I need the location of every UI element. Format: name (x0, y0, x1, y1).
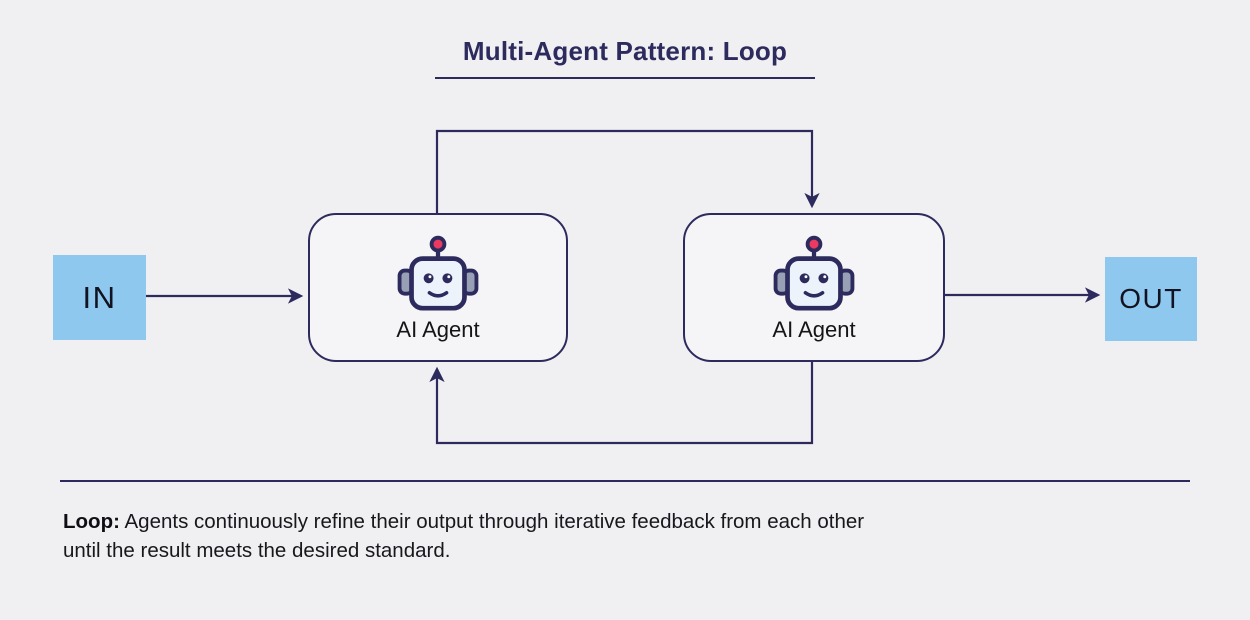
node-agent-1-label: AI Agent (396, 316, 480, 342)
caption: Loop: Agents continuously refine their o… (63, 507, 1183, 565)
node-in-label: IN (82, 279, 117, 315)
caption-lead: Loop: (63, 510, 120, 533)
edge-agent2-to-agent1-loop-bottom (429, 362, 814, 445)
node-out-label: OUT (1119, 283, 1183, 314)
caption-line-2: until the result meets the desired stand… (63, 539, 451, 562)
robot-icon (394, 233, 482, 315)
node-out: OUT (1105, 257, 1197, 341)
node-agent-2-label: AI Agent (772, 316, 856, 342)
node-agent-1: AI Agent (308, 213, 568, 362)
node-agent-2: AI Agent (683, 213, 945, 362)
caption-line-1: Loop: Agents continuously refine their o… (63, 507, 1183, 536)
caption-divider (60, 480, 1190, 482)
diagram-header: Multi-Agent Pattern: Loop (0, 36, 1250, 79)
page-title: Multi-Agent Pattern: Loop (434, 36, 816, 79)
node-in: IN (53, 255, 146, 340)
caption-text-1: Agents continuously refine their output … (124, 510, 865, 533)
edge-agent1-to-agent2-loop-top (435, 129, 820, 213)
robot-icon (770, 233, 858, 315)
